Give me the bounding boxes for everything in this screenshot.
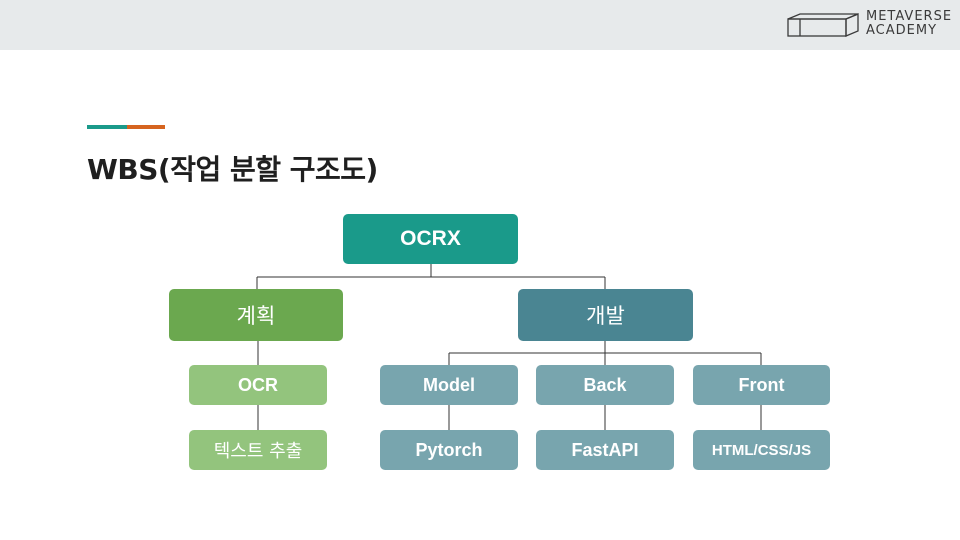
wbs-front-label: Front (738, 374, 785, 395)
logo-line-1: METAVERSE (866, 9, 953, 24)
wbs-html-css-js-label: HTML/CSS/JS (711, 441, 812, 459)
logo-text: METAVERSE ACADEMY (866, 10, 952, 38)
wbs-node-back: Back (536, 365, 674, 405)
wbs-dev-label: 개발 (586, 304, 625, 328)
wbs-node-front: Front (693, 365, 830, 405)
metaverse-academy-logo: METAVERSE ACADEMY (786, 9, 956, 41)
wbs-text-extraction-label: 텍스트 추출 (213, 441, 303, 462)
header-bar: METAVERSE ACADEMY (0, 0, 960, 50)
wbs-node-plan: 계획 (169, 289, 343, 341)
accent-bar-teal (87, 125, 127, 129)
wbs-node-fastapi: FastAPI (536, 430, 674, 470)
wbs-plan-label: 계획 (236, 304, 276, 328)
wbs-root-label: OCRX (400, 227, 461, 250)
wbs-node-text-extraction: 텍스트 추출 (189, 430, 327, 470)
logo-box-icon (787, 13, 859, 37)
wbs-node-html-css-js: HTML/CSS/JS (693, 430, 830, 470)
wbs-ocr-label: OCR (238, 374, 278, 395)
wbs-node-model: Model (380, 365, 518, 405)
accent-bar-orange (127, 125, 165, 129)
wbs-node-pytorch: Pytorch (380, 430, 518, 470)
wbs-root-ocrx: OCRX (343, 214, 518, 264)
wbs-pytorch-label: Pytorch (415, 439, 483, 460)
wbs-fastapi-label: FastAPI (571, 439, 639, 460)
slide-title: WBS(작업 분할 구조도) (87, 153, 378, 186)
wbs-back-label: Back (583, 374, 627, 395)
wbs-node-dev: 개발 (518, 289, 693, 341)
wbs-node-ocr: OCR (189, 365, 327, 405)
wbs-model-label: Model (423, 374, 475, 395)
logo-line-2: ACADEMY (866, 23, 938, 38)
